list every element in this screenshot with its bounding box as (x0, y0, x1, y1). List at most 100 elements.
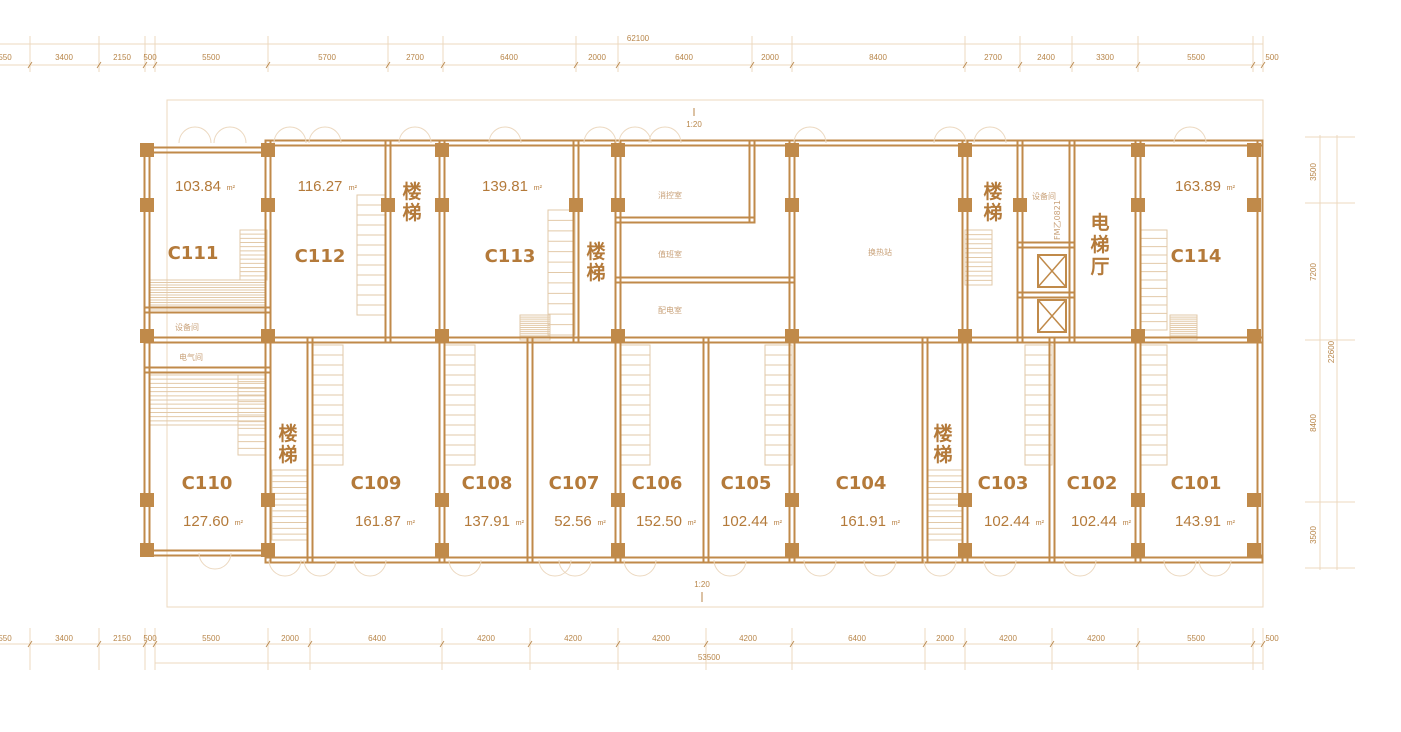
dimension-label-bottom: 5500 (1187, 634, 1205, 643)
dimension-tick-mark (152, 61, 158, 69)
room-area-c105: 102.44 (722, 513, 768, 530)
column (435, 329, 449, 343)
dimension-label-bottom: 500 (143, 634, 157, 643)
dimension-tick-mark (385, 61, 391, 69)
dimension-tick-mark (96, 61, 102, 69)
dimension-tick-mark (962, 640, 968, 648)
column (140, 329, 154, 343)
dimension-label-bottom: 4200 (477, 634, 495, 643)
wall (748, 139, 756, 224)
room-label-c107: C107 (549, 473, 600, 494)
dimension-label-bottom: 500 (1265, 634, 1279, 643)
column (1131, 493, 1145, 507)
elevator-hall-label: 厅 (1090, 256, 1109, 278)
wall (1134, 139, 1142, 344)
area-unit: m² (235, 520, 244, 527)
column (611, 543, 625, 557)
dimension-tick-mark (1069, 61, 1075, 69)
door-swing (198, 552, 232, 570)
dimension-label-top: 3300 (1096, 53, 1114, 62)
column (785, 143, 799, 157)
dimension-label-top: 2150 (113, 53, 131, 62)
area-unit: m² (407, 520, 416, 527)
room-area-c114: 163.89 (1175, 178, 1221, 195)
dimension-label-bottom: 2150 (113, 634, 131, 643)
column (1013, 198, 1027, 212)
area-unit: m² (516, 520, 525, 527)
dimension-label-top: 550 (0, 53, 12, 62)
dimension-tick-mark (27, 61, 33, 69)
stairs-label: 楼 (278, 422, 297, 445)
dimension-tick-mark (789, 61, 795, 69)
door-swing (1163, 559, 1197, 577)
dimension-label-top: 2700 (406, 53, 424, 62)
door-code-label: FM乙0821 (1053, 200, 1062, 240)
wall (143, 306, 272, 314)
area-unit: m² (892, 520, 901, 527)
room-label-c106: C106 (632, 473, 683, 494)
staircase (1024, 344, 1053, 466)
column (785, 198, 799, 212)
scale-mark-bottom: 1:20 (694, 580, 710, 589)
wall (1048, 336, 1056, 564)
wall (526, 336, 534, 564)
dimension-tick-mark (703, 640, 709, 648)
scale-mark-top: 1:20 (686, 120, 702, 129)
room-area-c103: 102.44 (984, 513, 1030, 530)
door-swing (973, 126, 1007, 144)
dimension-label-top: 5500 (1187, 53, 1205, 62)
column (1131, 143, 1145, 157)
room-label-c101: C101 (1171, 473, 1222, 494)
dimension-label-bottom: 6400 (848, 634, 866, 643)
wall (438, 336, 446, 564)
dimension-label-bottom: 2000 (936, 634, 954, 643)
dimension-tick-mark (1260, 640, 1266, 648)
room-label-c104: C104 (836, 473, 887, 494)
area-unit: m² (1227, 185, 1236, 192)
dimension-tick-mark (573, 61, 579, 69)
dimension-total-right: 22600 (1327, 340, 1336, 363)
dimension-tick-mark (1260, 61, 1266, 69)
stairs-label: 梯 (278, 443, 297, 466)
door-swing (863, 559, 897, 577)
dimension-label-top: 2000 (588, 53, 606, 62)
column (569, 198, 583, 212)
column (785, 493, 799, 507)
dimension-label-top: 2000 (761, 53, 779, 62)
door-swing (178, 126, 212, 144)
door-swing (933, 126, 967, 144)
dimension-label-right: 8400 (1309, 414, 1318, 432)
dimension-tick-mark (789, 640, 795, 648)
room-area-c107: 52.56 (554, 513, 592, 530)
column (435, 493, 449, 507)
door-swing (983, 559, 1017, 577)
service-room-label: 设备间 (1032, 191, 1056, 201)
dimension-label-top: 6400 (675, 53, 693, 62)
door-swing (648, 126, 682, 144)
service-room-label: 电气间 (179, 352, 203, 362)
door-swing (1063, 559, 1097, 577)
dimension-label-bottom: 4200 (1087, 634, 1105, 643)
column (435, 198, 449, 212)
stairs-label: 楼 (402, 180, 421, 203)
column (611, 493, 625, 507)
stairs-label: 梯 (402, 201, 421, 224)
dimension-total-top: 62100 (627, 34, 650, 43)
staircase (519, 314, 551, 341)
service-room-label: 值班室 (658, 249, 682, 259)
dimension-tick-mark (1135, 61, 1141, 69)
column (140, 493, 154, 507)
dimension-label-top: 500 (143, 53, 157, 62)
stairs-label: 楼 (933, 422, 952, 445)
door-swing (1173, 126, 1207, 144)
column (611, 143, 625, 157)
door-swing (618, 126, 652, 144)
dimension-label-bottom: 2000 (281, 634, 299, 643)
staircase (964, 229, 993, 286)
dimension-label-top: 2400 (1037, 53, 1055, 62)
service-room-label: 配电室 (658, 305, 682, 315)
door-swing (558, 559, 592, 577)
column (381, 198, 395, 212)
dimension-label-bottom: 4200 (999, 634, 1017, 643)
dimension-tick-mark (152, 640, 158, 648)
